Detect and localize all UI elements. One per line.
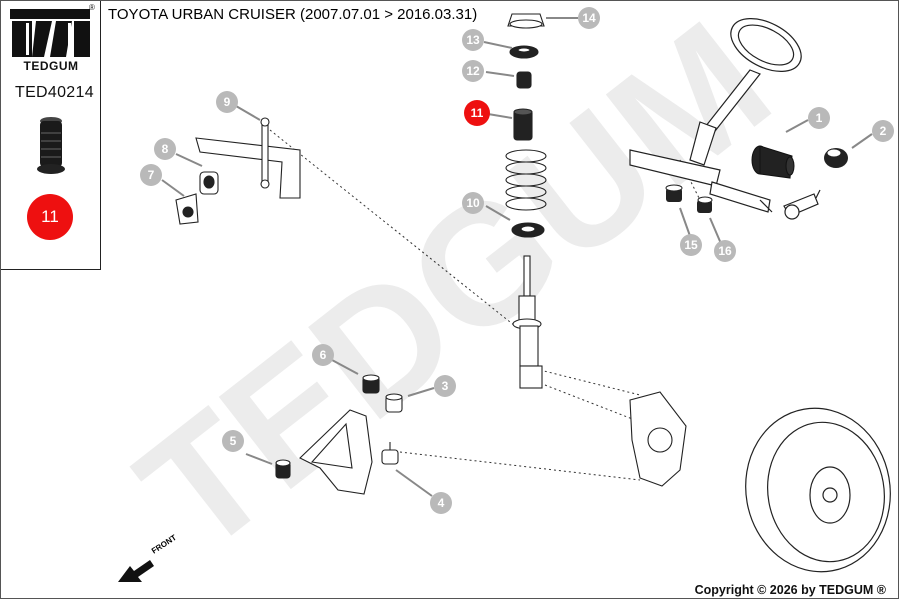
connector-lines: [269, 129, 701, 481]
callout-4: 4: [430, 492, 452, 514]
callout-3: 3: [434, 375, 456, 397]
callout-12: 12: [462, 60, 484, 82]
tedgum-logo-icon: [10, 9, 90, 57]
part-info-panel: ® TEDGUM TED40214 11: [0, 0, 101, 270]
part-thumbnail-icon: [37, 117, 65, 174]
tie-rod-end: [783, 189, 821, 220]
steering-assembly: [629, 18, 802, 213]
control-arm: [275, 374, 403, 495]
callout-13: 13: [462, 29, 484, 51]
callout-2: 2: [872, 120, 894, 142]
selected-part-badge: 11: [27, 194, 73, 240]
callout-15: 15: [680, 234, 702, 256]
callout-5: 5: [222, 430, 244, 452]
registered-mark: ®: [89, 3, 95, 12]
callout-7: 7: [140, 164, 162, 186]
steering-knuckle: [629, 391, 687, 487]
callout-6: 6: [312, 344, 334, 366]
callout-14: 14: [578, 7, 600, 29]
callout-9: 9: [216, 91, 238, 113]
callout-11: 11: [464, 100, 490, 126]
front-arrow-icon: [118, 560, 154, 582]
callout-10: 10: [462, 192, 484, 214]
copyright-notice: Copyright © 2026 by TEDGUM ®: [694, 583, 886, 597]
stabilizer-assembly: [175, 117, 301, 225]
callout-8: 8: [154, 138, 176, 160]
part-15-16-shapes: [665, 184, 713, 213]
part-code: TED40214: [15, 84, 94, 101]
page-title: TOYOTA URBAN CRUISER (2007.07.01 > 2016.…: [108, 6, 478, 23]
brand-name: TEDGUM: [23, 59, 79, 73]
strut-stack: [505, 13, 547, 389]
part-2-shape: [824, 148, 848, 168]
callout-16: 16: [714, 240, 736, 262]
wheel: [745, 407, 891, 573]
steering-boot: [751, 145, 795, 179]
callout-1: 1: [808, 107, 830, 129]
